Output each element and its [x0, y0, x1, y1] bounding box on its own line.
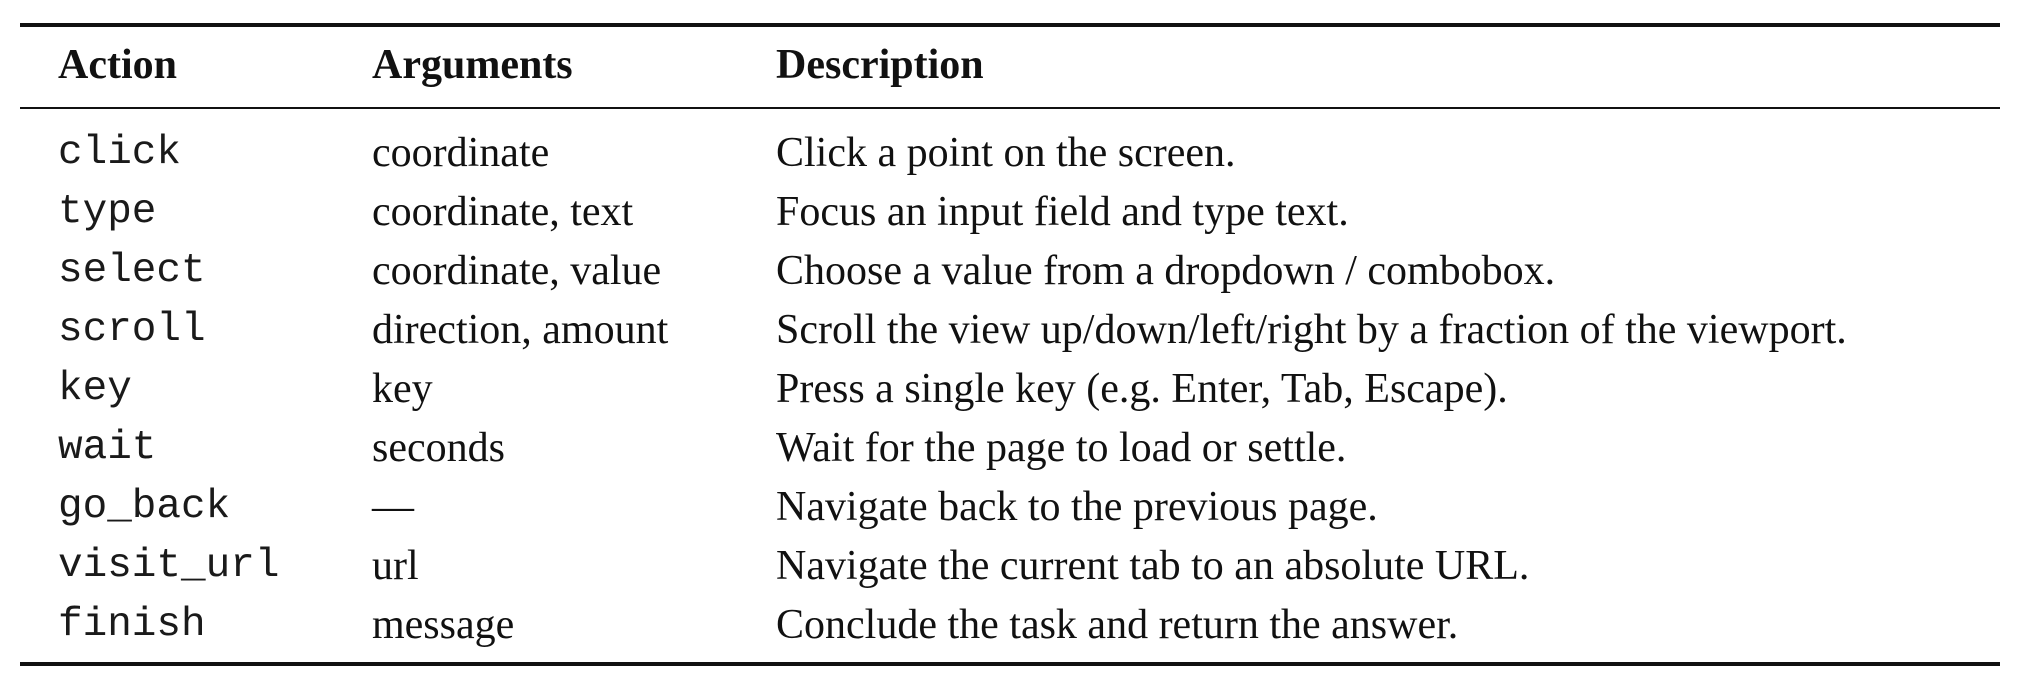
action-arguments: coordinate, value: [372, 248, 662, 294]
action-description: Choose a value from a dropdown / combobo…: [776, 248, 1556, 294]
action-description: Focus an input field and type text.: [776, 189, 1349, 235]
action-name: type: [58, 189, 157, 235]
table-header-rule: [20, 107, 2000, 109]
action-name: scroll: [58, 307, 206, 353]
table-row: go_back — Navigate back to the previous …: [20, 478, 2000, 537]
table-bottom-rule: [20, 662, 2000, 666]
action-arguments: key: [372, 366, 433, 412]
header-action: Action: [58, 42, 177, 88]
table-header-row: Action Arguments Description: [20, 36, 2000, 95]
action-arguments: url: [372, 543, 419, 589]
action-description: Navigate back to the previous page.: [776, 484, 1378, 530]
action-arguments: seconds: [372, 425, 505, 471]
action-description: Wait for the page to load or settle.: [776, 425, 1347, 471]
table-row: finish message Conclude the task and ret…: [20, 596, 2000, 655]
action-arguments: coordinate: [372, 130, 550, 176]
action-arguments: message: [372, 602, 515, 648]
action-name: click: [58, 130, 182, 176]
header-arguments: Arguments: [372, 42, 573, 88]
action-name: finish: [58, 602, 206, 648]
action-description: Navigate the current tab to an absolute …: [776, 543, 1530, 589]
action-description: Click a point on the screen.: [776, 130, 1236, 176]
table-row: select coordinate, value Choose a value …: [20, 242, 2000, 301]
action-arguments: —: [372, 484, 414, 530]
action-name: go_back: [58, 484, 231, 530]
table-row: type coordinate, text Focus an input fie…: [20, 183, 2000, 242]
table-row: scroll direction, amount Scroll the view…: [20, 301, 2000, 360]
action-description: Scroll the view up/down/left/right by a …: [776, 307, 1847, 353]
header-description: Description: [776, 42, 984, 88]
action-name: visit_url: [58, 543, 280, 589]
action-name: key: [58, 366, 132, 412]
table-row: key key Press a single key (e.g. Enter, …: [20, 360, 2000, 419]
action-arguments: coordinate, text: [372, 189, 634, 235]
action-description: Conclude the task and return the answer.: [776, 602, 1459, 648]
table-row: visit_url url Navigate the current tab t…: [20, 537, 2000, 596]
table-row: wait seconds Wait for the page to load o…: [20, 419, 2000, 478]
action-name: wait: [58, 425, 157, 471]
action-arguments: direction, amount: [372, 307, 669, 353]
actions-table: Action Arguments Description click coord…: [20, 0, 2000, 680]
table-top-rule: [20, 23, 2000, 27]
table-row: click coordinate Click a point on the sc…: [20, 124, 2000, 183]
action-name: select: [58, 248, 206, 294]
action-description: Press a single key (e.g. Enter, Tab, Esc…: [776, 366, 1508, 412]
